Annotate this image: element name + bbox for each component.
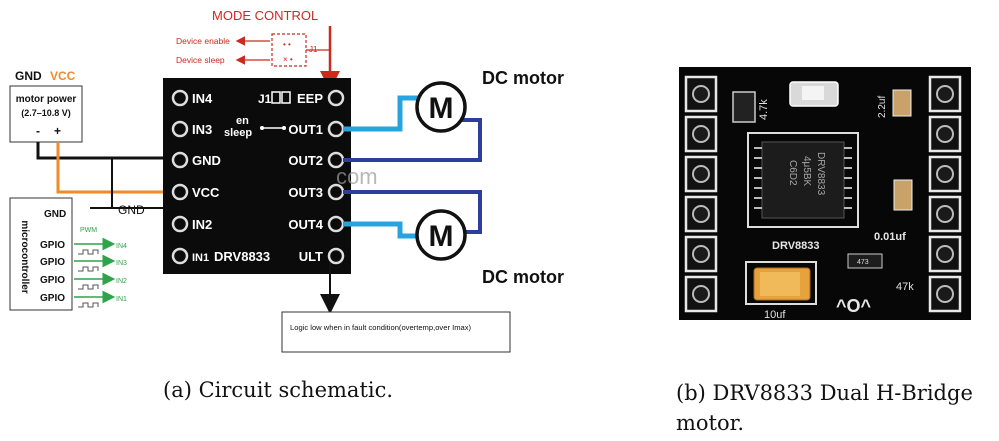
motor-power-title: motor power [16,94,77,105]
chip-outline [747,132,859,228]
dc-motor-1: M DC motor [415,68,564,133]
pwm-input-2: IN3 [116,260,127,267]
pin-gnd: GND [192,153,221,168]
fault-note-text: Logic low when in fault condition(overte… [290,323,472,332]
caption-b-line-2: motor. [676,411,745,435]
pin-out4: OUT4 [288,217,323,232]
module-name: DRV8833 [214,249,270,264]
motor-2-label: DC motor [482,267,564,287]
out3-wire [343,190,482,234]
dc-motor-2: M DC motor [415,209,564,287]
power-minus: - [36,124,40,138]
gpio-label-1: GPIO [40,240,65,251]
microcontroller-label: microcontroller [19,220,30,293]
cap-2u2 [892,89,912,117]
power-plus: + [54,124,61,138]
drv8833-chip [761,141,845,219]
motor-2-symbol: M [429,220,454,253]
gpio-label-3: GPIO [40,275,65,286]
watermark: com [336,164,378,189]
resistor-47k [847,253,883,269]
pin-in4: IN4 [192,91,213,106]
motor-1-label: DC motor [482,68,564,88]
chip-line-2: 4μ5BK [801,156,812,187]
sleep-label: sleep [224,127,252,139]
microcontroller-box [9,197,73,311]
resistor-4k7-label: 4.7k [758,99,770,120]
pin-in2: IN2 [192,217,212,232]
circuit-schematic: MODE CONTROL Device enable Device sleep … [9,8,564,353]
pin-eep: EEP [297,91,323,106]
tantalum-label: 10uf [764,309,786,321]
resistor-code: 473 [857,259,869,266]
svg-text:× •: × • [283,55,293,64]
cap-2u2-label: 2.2uf [877,96,888,118]
en-label: en [236,115,249,127]
pwm-label: PWM [80,227,97,234]
tantalum-outline [745,261,817,305]
motor-power-supply: GND VCC motor power (2.7–10.8 V) - + [9,69,83,143]
gpio-label-2: GPIO [40,257,65,268]
mode-control-title: MODE CONTROL [212,8,318,23]
external-gnd-label: GND [118,203,145,217]
gnd-wire [36,142,175,160]
mcu-gnd-wire [90,158,113,209]
module-jumper-label: J1 [258,92,272,106]
pin-vcc: VCC [192,185,220,200]
caption-b-line-1: (b) DRV8833 Dual H-Bridge [676,381,973,405]
caption-b: (b) DRV8833 Dual H-Bridge motor. [676,378,973,438]
out4-wire [343,221,420,239]
pin-in3: IN3 [192,122,212,137]
pin-out1: OUT1 [288,122,323,137]
pwm-input-3: IN2 [116,278,127,285]
svg-text:• •: • • [283,40,291,49]
chip-line-3: C6D2 [787,160,798,186]
module-pcb [163,78,351,274]
pcb-face: ^O^ [836,296,872,316]
motor-power-box [9,85,83,143]
out1-wire [343,95,420,132]
cap-0u01-label: 0.01uf [874,231,906,243]
pin-out2: OUT2 [288,153,323,168]
mcu-gnd-label: GND [44,209,66,220]
pwm-input-1: IN4 [116,243,127,250]
pin-in1: IN1 [192,252,209,264]
mode-control: MODE CONTROL Device enable Device sleep … [176,8,340,91]
motor-power-range: (2.7–10.8 V) [21,108,71,118]
out2-wire [343,118,482,162]
resistor-4k7 [732,91,756,123]
fault-note-box [281,311,511,353]
chip-line-1: DRV8833 [815,152,826,196]
vcc-wire [56,142,175,194]
pin-ult: ULT [299,249,323,264]
board-photo: 4.7k 2.2uf DRV8833 4μ5BK C6D2 DRV8833 0.… [679,67,971,321]
gpio-label-4: GPIO [40,293,65,304]
resistor-47k-label: 47k [896,281,914,293]
device-enable-label: Device enable [176,36,230,46]
motor-1-symbol: M [429,92,454,125]
pcb-silk-name: DRV8833 [772,240,820,252]
pwm-input-4: IN1 [116,296,127,303]
caption-a: (a) Circuit schematic. [163,378,394,402]
cap-0u01 [893,179,913,211]
microcontroller: microcontroller GND GPIO GPIO GPIO GPIO … [9,197,127,311]
power-gnd-label: GND [15,69,42,83]
pin-out3: OUT3 [288,185,323,200]
device-sleep-label: Device sleep [176,55,225,65]
drv8833-module: IN4 IN3 GND VCC IN2 IN1 EEP OUT1 OUT2 OU… [163,78,378,274]
power-vcc-label: VCC [50,69,76,83]
